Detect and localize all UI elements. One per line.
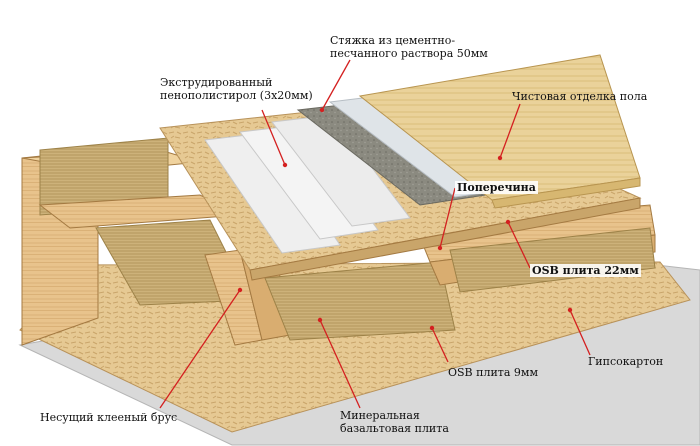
label-crossbar: Поперечина	[455, 181, 538, 194]
leader-screed	[321, 59, 351, 111]
label-osb-22mm: OSB плита 22мм	[530, 264, 641, 277]
label-cement-screed: Стяжка из цементно- песчанного раствора …	[330, 34, 488, 60]
mineral-wool-center	[264, 261, 456, 341]
label-mineral-basalt: Минеральная базальтовая плита	[340, 409, 449, 435]
leader-osb9	[431, 327, 449, 363]
label-load-bearing-beam: Несущий клееный брус	[40, 411, 178, 424]
leader-gypsum	[569, 309, 591, 356]
leader-beam	[159, 289, 241, 409]
label-osb-9mm: OSB плита 9мм	[448, 366, 539, 379]
leader-eps	[261, 109, 286, 166]
leader-osb22	[507, 221, 531, 269]
leader-mineral	[319, 319, 361, 409]
leader-crossbar	[439, 187, 456, 249]
leader-finish	[499, 103, 521, 159]
leader-lines	[159, 59, 591, 409]
mineral-wool-right	[449, 227, 656, 293]
finish-floor-edge	[491, 177, 641, 209]
label-finish-floor: Чистовая отделка пола	[512, 90, 648, 103]
label-gypsum-board: Гипсокартон	[588, 355, 664, 368]
label-extruded-polystyrene: Экструдированный пенополистирол (3х20мм)	[160, 76, 313, 102]
leader-dots	[237, 107, 573, 331]
